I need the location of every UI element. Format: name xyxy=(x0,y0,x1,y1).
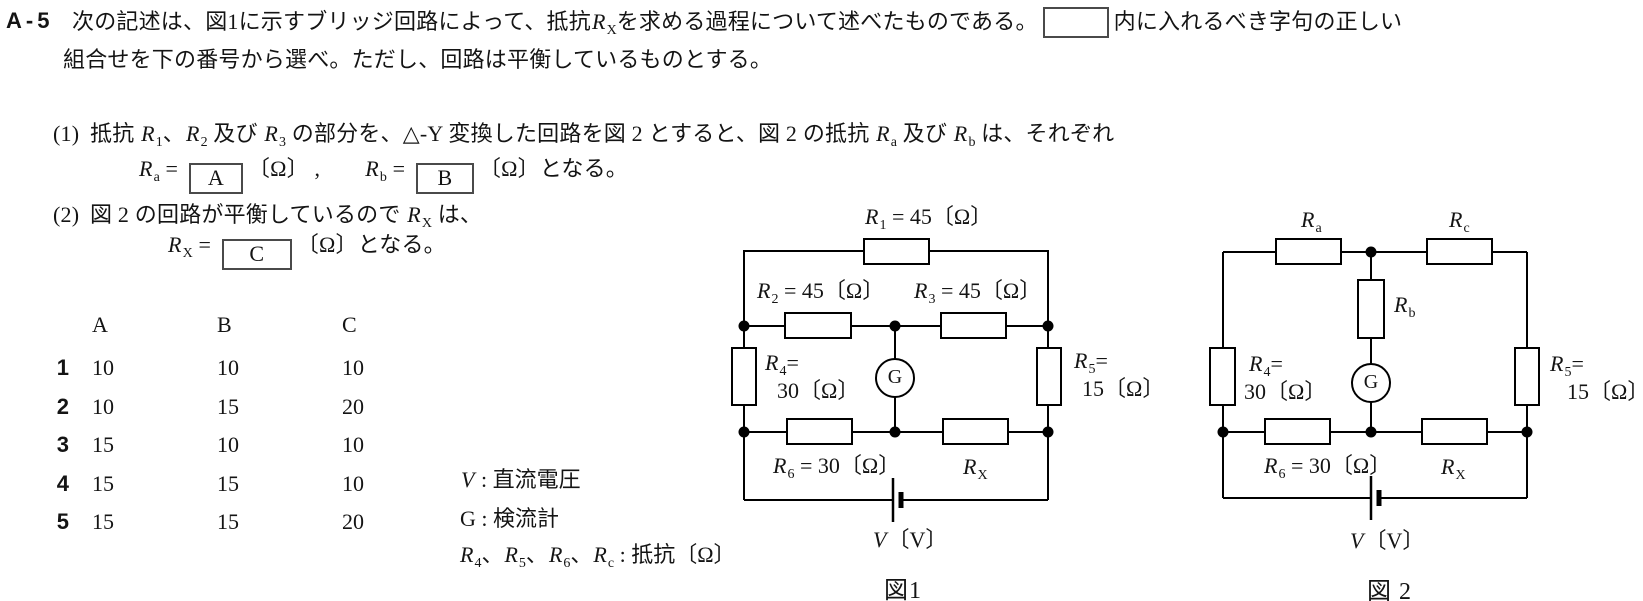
question-number: A-5 xyxy=(6,8,54,33)
fig1-node-dots xyxy=(738,320,1054,438)
fig1-r5-value-label: 15〔Ω〕 xyxy=(1082,376,1165,401)
fig2-circuit-svg xyxy=(1209,238,1540,520)
choices-header-b: B xyxy=(217,312,232,337)
fig2-caption: 図 2 xyxy=(1367,579,1412,601)
item1-label: (1) xyxy=(53,121,80,146)
fig1-rx-label: RX xyxy=(963,454,988,483)
fig2-rc-label: Rc xyxy=(1449,207,1470,236)
choices-header-row: A B C xyxy=(49,312,402,355)
choice-4-a: 15 xyxy=(92,470,114,496)
fig1-caption: 図1 xyxy=(884,578,922,601)
question-line1: 次の記述は、図1に示すブリッジ回路によって、抵抗RXを求める過程について述べたも… xyxy=(72,7,1403,38)
fig2-resistor-rb-box xyxy=(1357,279,1385,339)
fig1-resistor-boxes xyxy=(731,238,1062,445)
legend-resistors: R4、R5、R6、Rc : 抵抗〔Ω〕 xyxy=(460,542,736,571)
legend-voltage: V : 直流電圧 xyxy=(461,467,581,492)
fig1-galvanometer-label: G xyxy=(887,366,903,389)
answer-choices-table: A B C 1 10 10 10 2 10 15 20 3 15 10 10 4… xyxy=(49,312,402,548)
choice-5-a: 15 xyxy=(92,509,114,534)
fig1-resistor-r3-box xyxy=(940,312,1007,339)
fig1-r5-label: R5= xyxy=(1074,348,1108,377)
fig2-galvanometer-label: G xyxy=(1363,371,1379,394)
fig1-r1-label: R1 = 45〔Ω〕 xyxy=(865,204,993,233)
choice-3-c: 10 xyxy=(342,432,364,457)
fig2-r4-label: R4= xyxy=(1249,351,1283,380)
fig2-resistor-rx-box xyxy=(1421,418,1488,445)
fig1-resistor-r4-box xyxy=(731,347,757,406)
choice-5-num: 5 xyxy=(56,509,69,534)
choice-4-c: 10 xyxy=(342,470,364,496)
fig2-resistor-r4-box xyxy=(1209,347,1236,406)
fig2-ra-label: Ra xyxy=(1301,207,1322,236)
choice-row-2: 2 10 15 20 xyxy=(49,394,402,433)
fig1-r4-value-label: 30〔Ω〕 xyxy=(777,378,860,403)
item2-label: (2) xyxy=(53,202,80,227)
fig2-r4-value-label: 30〔Ω〕 xyxy=(1244,379,1327,404)
fig1-r6-label: R6 = 30〔Ω〕 xyxy=(773,453,901,482)
figure-1-circuit-diagram: R1 = 45〔Ω〕 R2 = 45〔Ω〕 R3 = 45〔Ω〕 R4= 30〔… xyxy=(685,190,1175,601)
choice-1-c: 10 xyxy=(342,355,364,380)
fig1-r3-label: R3 = 45〔Ω〕 xyxy=(914,278,1042,307)
fig1-galvanometer-circle xyxy=(875,358,915,398)
fig2-resistor-ra-box xyxy=(1275,238,1342,265)
fig1-resistor-r6-box xyxy=(786,418,853,445)
choices-header-c: C xyxy=(342,312,357,337)
choice-1-b: 10 xyxy=(217,355,239,380)
item2-text: 図 2 の回路が平衡しているので RX は、 xyxy=(90,202,483,231)
fig2-r6-label: R6 = 30〔Ω〕 xyxy=(1264,453,1392,482)
choice-5-b: 15 xyxy=(217,509,239,534)
choice-4-num: 4 xyxy=(56,470,69,496)
choices-header-num xyxy=(49,312,69,355)
legend-galvanometer: G : 検流計 xyxy=(460,506,560,531)
choice-5-c: 20 xyxy=(342,509,364,534)
fig1-resistor-r2-box xyxy=(784,312,852,339)
fig2-rb-label: Rb xyxy=(1394,292,1416,321)
fig1-r4-label: R4= xyxy=(765,350,799,379)
choice-2-a: 10 xyxy=(92,393,114,419)
fig2-resistor-rc-box xyxy=(1426,238,1493,265)
choice-4-b: 15 xyxy=(217,470,239,496)
choice-3-a: 15 xyxy=(92,432,114,457)
fig1-resistor-r1-box xyxy=(863,238,930,265)
choice-row-4: 4 15 15 10 xyxy=(49,471,402,510)
choice-1-num: 1 xyxy=(56,355,69,380)
fig1-voltage-label: V〔V〕 xyxy=(873,527,948,552)
fig2-node-dots xyxy=(1217,246,1533,438)
fig1-resistor-r5-box xyxy=(1036,347,1062,406)
fig2-resistor-boxes xyxy=(1209,238,1540,445)
item2-formula: RX = C〔Ω〕となる。 xyxy=(167,230,446,270)
fig2-r5-label: R5= xyxy=(1550,351,1584,380)
item1-formula: Ra = A〔Ω〕 ,Rb = B〔Ω〕となる。 xyxy=(138,154,628,194)
choice-3-b: 10 xyxy=(217,432,239,457)
fig2-voltage-label: V〔V〕 xyxy=(1350,528,1425,553)
choice-2-num: 2 xyxy=(56,393,69,419)
question-line2: 組合せを下の番号から選べ。ただし、回路は平衡しているものとする。 xyxy=(63,47,773,72)
fig2-resistor-r6-box xyxy=(1264,418,1331,445)
choice-2-c: 20 xyxy=(342,393,364,419)
choices-header-a: A xyxy=(92,312,108,337)
figure-2-circuit-diagram: Ra Rc Rb R4= 30〔Ω〕 R5= 15〔Ω〕 G R6 = 30〔Ω… xyxy=(1165,190,1643,601)
fig2-galvanometer-circle xyxy=(1351,363,1391,403)
item1-text: 抵抗 R1、R2 及び R3 の部分を、△-Y 変換した回路を図 2 とすると、… xyxy=(90,121,1115,150)
choice-3-num: 3 xyxy=(56,432,69,457)
fig2-rx-label: RX xyxy=(1441,454,1466,483)
fig1-resistor-rx-box xyxy=(942,418,1009,445)
choice-1-a: 10 xyxy=(92,355,114,380)
fig2-resistor-r5-box xyxy=(1514,347,1540,406)
fig1-r2-label: R2 = 45〔Ω〕 xyxy=(757,278,885,307)
choice-row-1: 1 10 10 10 xyxy=(49,355,402,394)
fig2-r5-value-label: 15〔Ω〕 xyxy=(1567,379,1643,404)
fig1-circuit-svg xyxy=(731,238,1062,522)
choice-row-5: 5 15 15 20 xyxy=(49,509,402,548)
choice-row-3: 3 15 10 10 xyxy=(49,432,402,471)
choice-2-b: 15 xyxy=(217,393,239,419)
